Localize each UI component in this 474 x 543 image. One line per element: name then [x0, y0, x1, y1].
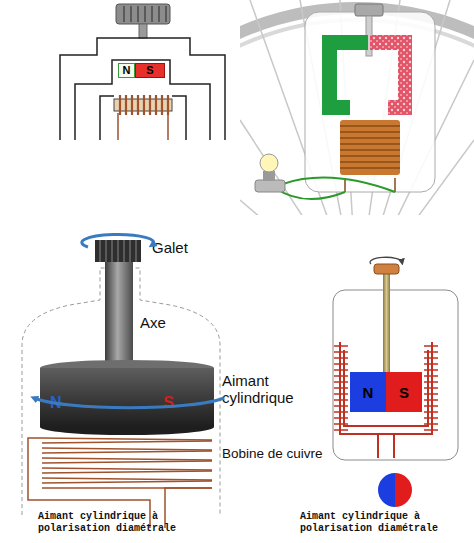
bottom-right-dynamo-part — [374, 264, 399, 274]
bottom-left-dynamo-part — [105, 262, 133, 370]
figure-caption: Aimant cylindrique à polarisation diamét… — [300, 511, 468, 534]
wheel-dynamo-part — [260, 154, 278, 172]
part-label: Bobine de cuivre — [222, 446, 342, 462]
pole-letter: S — [146, 65, 153, 76]
figure-caption: Aimant cylindrique à polarisation diamét… — [38, 511, 200, 534]
magnet-north-pole: N — [118, 63, 135, 78]
bottom-left-dynamo-part — [95, 240, 141, 262]
top-left-dynamo-part — [75, 60, 210, 140]
wheel-dynamo-part — [275, 178, 395, 200]
bottom-right-dynamo-part — [340, 342, 432, 434]
top-left-dynamo-part — [139, 24, 147, 38]
magnet-north-pole: N — [350, 372, 386, 412]
bottom-right-dynamo-part — [378, 473, 395, 507]
part-label: Aimant cylindrique — [222, 372, 322, 407]
galet-rotation-arrow — [82, 235, 154, 247]
wheel-dynamo-part — [340, 120, 400, 175]
pole-letter: N — [50, 395, 62, 411]
top-left-dynamo — [60, 4, 225, 140]
cylindrical-magnet: NS — [40, 368, 214, 427]
wheel-dynamo-part — [340, 126, 400, 168]
pole-letter: N — [363, 385, 374, 400]
magnet-rotation-arrow — [34, 398, 224, 408]
wheel-illustration-part — [240, 8, 474, 215]
pole-letter: N — [123, 65, 131, 76]
bottom-right-dynamo-part — [395, 473, 412, 507]
top-left-dynamo-part — [118, 113, 168, 140]
wheel-dynamo-part — [255, 180, 285, 192]
top-left-dynamo-part — [60, 38, 225, 140]
pole-letter: S — [399, 385, 409, 400]
bottom-left-dynamo-part — [100, 240, 136, 262]
wheel-dynamo-part — [370, 35, 412, 115]
bottom-left-dynamo — [22, 240, 220, 528]
bottom-right-dynamo-part — [424, 346, 438, 430]
top-left-dynamo-part — [124, 6, 166, 22]
bottom-right-dynamo-part — [344, 350, 428, 426]
bottom-right-dynamo-part — [383, 274, 390, 374]
wheel-illustration — [240, 0, 474, 215]
bottom-left-dynamo-part — [42, 438, 212, 488]
wheel-dynamo — [255, 4, 435, 199]
bottom-right-dynamo-part — [333, 290, 458, 460]
wheel-dynamo-part — [355, 4, 383, 16]
knob-rotation-arrow — [370, 257, 402, 264]
wheel-dynamo-part — [322, 35, 368, 115]
pole-letter: S — [163, 395, 174, 411]
bottom-right-dynamo-part — [334, 346, 348, 430]
part-label: Axe — [140, 314, 200, 331]
magnet-south-pole: S — [386, 372, 422, 412]
bottom-right-dynamo-part — [378, 434, 394, 458]
part-label: Galet — [152, 239, 232, 256]
magnet-south-pole: S — [135, 63, 165, 78]
bottom-right-dynamo — [333, 264, 458, 507]
wheel-illustration-part — [240, 0, 474, 215]
wheel-dynamo-part — [305, 12, 435, 192]
top-left-dynamo-part — [100, 96, 186, 140]
top-left-dynamo-part — [120, 95, 168, 115]
top-left-dynamo-part — [116, 4, 170, 24]
